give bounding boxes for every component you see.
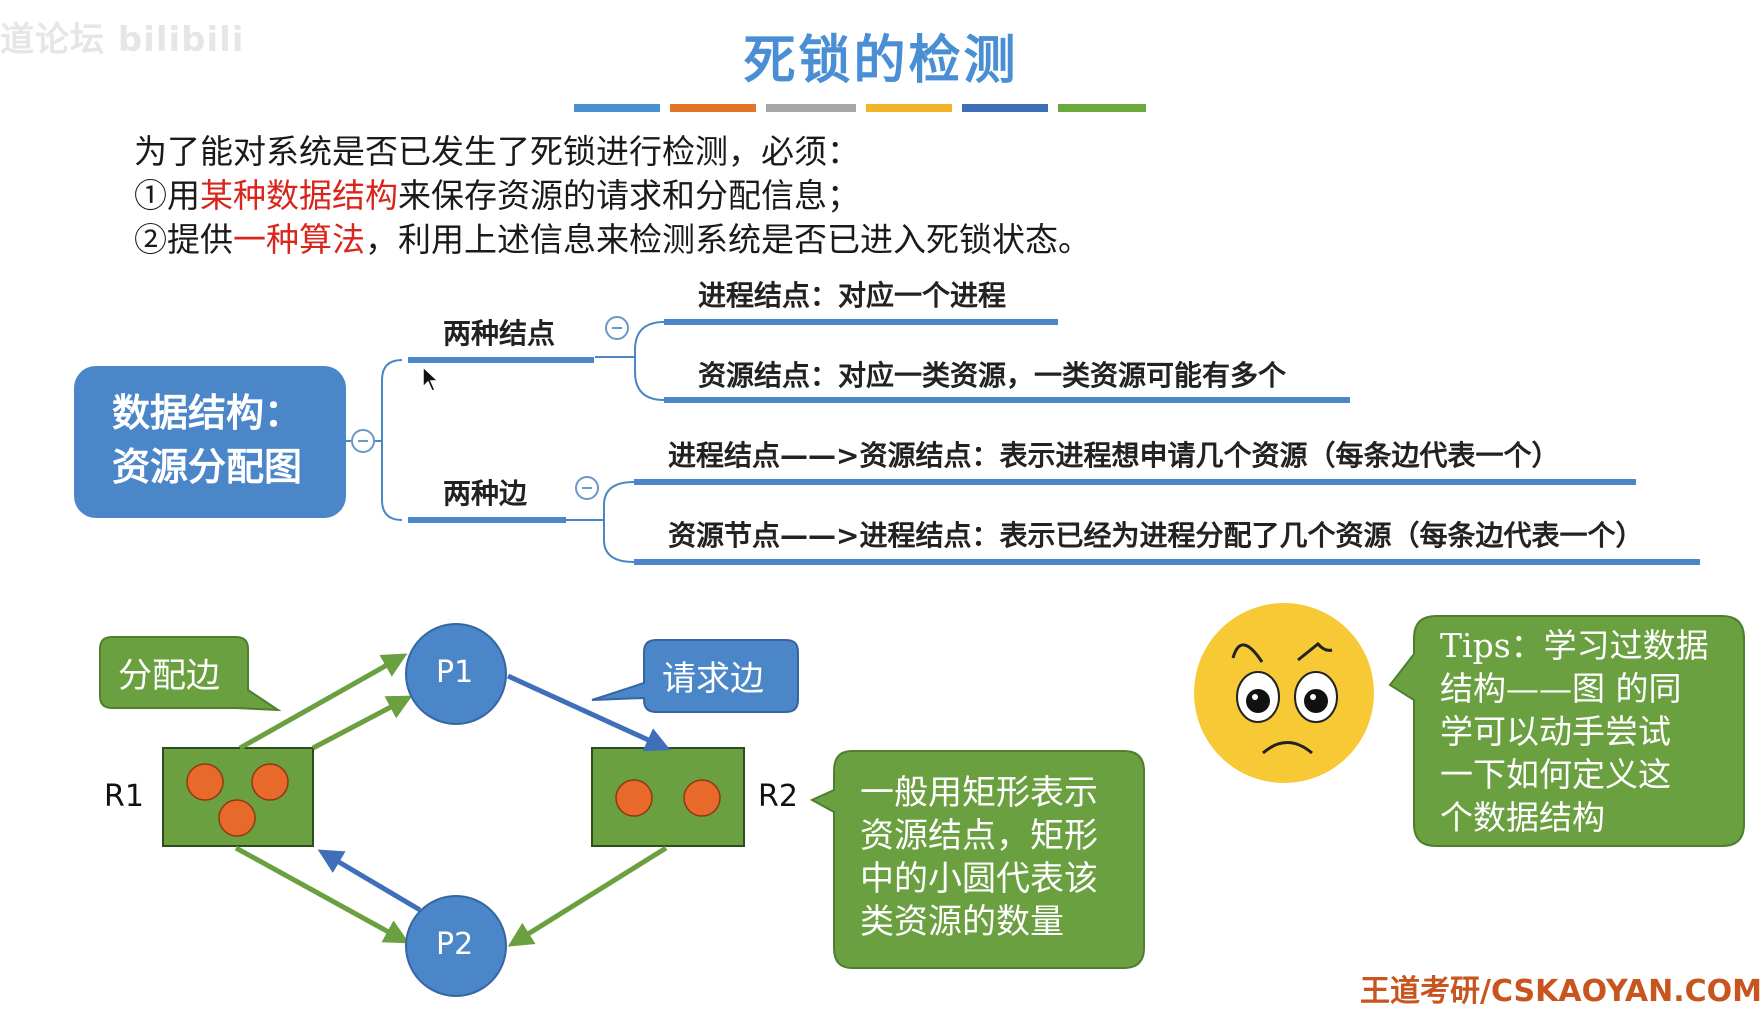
mindmap-allocation-edge-desc: 资源节点——>进程结点：表示已经为进程分配了几个资源（每条边代表一个） <box>668 519 1644 552</box>
edge-r2-p2 <box>507 845 668 947</box>
p2-node <box>405 895 507 997</box>
edge-r1-p2 <box>234 845 410 944</box>
alloc-edge-callout: 分配边 <box>118 656 220 696</box>
mindmap-branch-nodes: 两种结点 <box>443 317 556 350</box>
title-color-bar-3 <box>766 104 856 112</box>
r2-instance-1 <box>615 779 653 817</box>
mindmap-root-line-1: 数据结构： <box>112 391 303 435</box>
edge-r1-p1-a <box>238 653 408 751</box>
intro-highlight-algorithm: 一种算法 <box>233 220 365 259</box>
tips-line: 学可以动手尝试 <box>1440 712 1671 751</box>
mindmap-root-node: 数据结构： 资源分配图 <box>74 366 346 518</box>
intro-text: 为了能对系统是否已发生了死锁进行检测，必须： ①用某种数据结构来保存资源的请求和… <box>134 130 1091 262</box>
intro-line-1: 为了能对系统是否已发生了死锁进行检测，必须： <box>134 132 860 171</box>
rect-explanation-line: 中的小圆代表该 <box>860 859 1098 899</box>
collapse-edges-icon[interactable] <box>575 476 599 500</box>
title-color-bar-1 <box>574 104 660 112</box>
collapse-nodes-icon[interactable] <box>605 316 629 340</box>
watermark-logo: 道论坛 bilibili <box>0 20 245 60</box>
tips-line: 结构——图 的同 <box>1440 669 1682 708</box>
mouse-cursor-icon <box>422 366 440 392</box>
intro-line-2: ①用某种数据结构来保存资源的请求和分配信息； <box>134 176 860 215</box>
rect-explanation-callout: 一般用矩形表示 资源结点，矩形 中的小圆代表该 类资源的数量 <box>860 772 1098 944</box>
tips-callout-shape <box>1388 615 1745 847</box>
rect-explanation-line: 一般用矩形表示 <box>860 773 1098 813</box>
confused-face-icon <box>1194 603 1374 783</box>
rect-callout-shape <box>809 750 1145 969</box>
mindmap-root-line-2: 资源分配图 <box>112 445 303 489</box>
request-edge-callout: 请求边 <box>662 659 764 699</box>
mindmap-branch-edges: 两种边 <box>443 477 528 510</box>
mindmap-process-node-desc: 进程结点：对应一个进程 <box>698 279 1007 312</box>
alloc-callout-shape <box>99 636 282 712</box>
intro-line-3: ②提供一种算法，利用上述信息来检测系统是否已进入死锁状态。 <box>134 220 1091 259</box>
tips-line: 个数据结构 <box>1440 798 1605 837</box>
slide-title: 死锁的检测 <box>743 31 1019 91</box>
tips-line: Tips：学习过数据 <box>1440 626 1709 665</box>
edge-p2-r1 <box>317 849 422 913</box>
mindmap-resource-node-desc: 资源结点：对应一类资源，一类资源可能有多个 <box>698 359 1287 392</box>
edge-r1-p1-b <box>311 695 413 751</box>
p1-label: P1 <box>436 655 474 690</box>
intro-highlight-data-structure: 某种数据结构 <box>200 176 398 215</box>
tips-line: 一下如何定义这 <box>1440 755 1671 794</box>
mindmap-request-edge-desc: 进程结点——>资源结点：表示进程想申请几个资源（每条边代表一个） <box>668 439 1560 472</box>
footer-watermark: 王道考研/CSKAOYAN.COM <box>1360 974 1762 1009</box>
p2-label: P2 <box>436 927 474 962</box>
title-color-bar-5 <box>962 104 1048 112</box>
request-callout-shape <box>591 639 799 713</box>
title-color-bar-4 <box>866 104 952 112</box>
r2-rect <box>591 747 745 847</box>
r1-instance-3 <box>218 799 256 837</box>
p1-node <box>405 623 507 725</box>
title-color-bar-6 <box>1058 104 1146 112</box>
rect-explanation-line: 资源结点，矩形 <box>860 816 1098 856</box>
tips-callout: Tips：学习过数据 结构——图 的同 学可以动手尝试 一下如何定义这 个数据结… <box>1440 624 1709 839</box>
collapse-root-icon[interactable] <box>351 429 375 453</box>
r1-instance-1 <box>186 763 224 801</box>
r1-instance-2 <box>251 763 289 801</box>
r1-label: R1 <box>104 779 144 814</box>
r2-label: R2 <box>758 779 798 814</box>
title-color-bar-2 <box>670 104 756 112</box>
r2-instance-2 <box>683 779 721 817</box>
rect-explanation-line: 类资源的数量 <box>860 902 1064 942</box>
edge-p1-r2 <box>506 673 671 752</box>
